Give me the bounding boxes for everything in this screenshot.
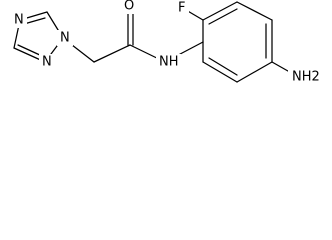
atom-label-triazole-n1: N	[60, 31, 70, 46]
bond-ring-c2-c3	[202, 1, 238, 21]
bond-ring-c6-c1	[202, 61, 238, 83]
bond-ch2-carbonyl-c	[93, 44, 131, 63]
bond-ring-inner-c6-c1	[208, 57, 238, 76]
bond-ring-inner-c2-c3	[208, 8, 238, 25]
atom-label-fluorine: F	[178, 1, 185, 16]
atom-label-triazole-n-top: N	[14, 13, 24, 28]
bond-triazole-n2-c3-double	[17, 44, 43, 57]
bonds	[13, 1, 296, 83]
bond-ring-c5-c6	[236, 61, 273, 83]
atom-label-amine: NH2	[292, 70, 320, 85]
atom-label-amide-nh: NH	[159, 55, 179, 70]
atom-labels: N N N O NH F NH2	[11, 0, 326, 85]
bond-ring-c3-c4	[236, 1, 273, 21]
chemical-structure-diagram: N N N O NH F NH2	[11, 0, 326, 85]
atom-label-carbonyl-oxygen: O	[124, 0, 134, 14]
atom-label-triazole-n-bottom: N	[42, 55, 52, 70]
bond-triazole-n4-c5-double	[23, 17, 46, 25]
